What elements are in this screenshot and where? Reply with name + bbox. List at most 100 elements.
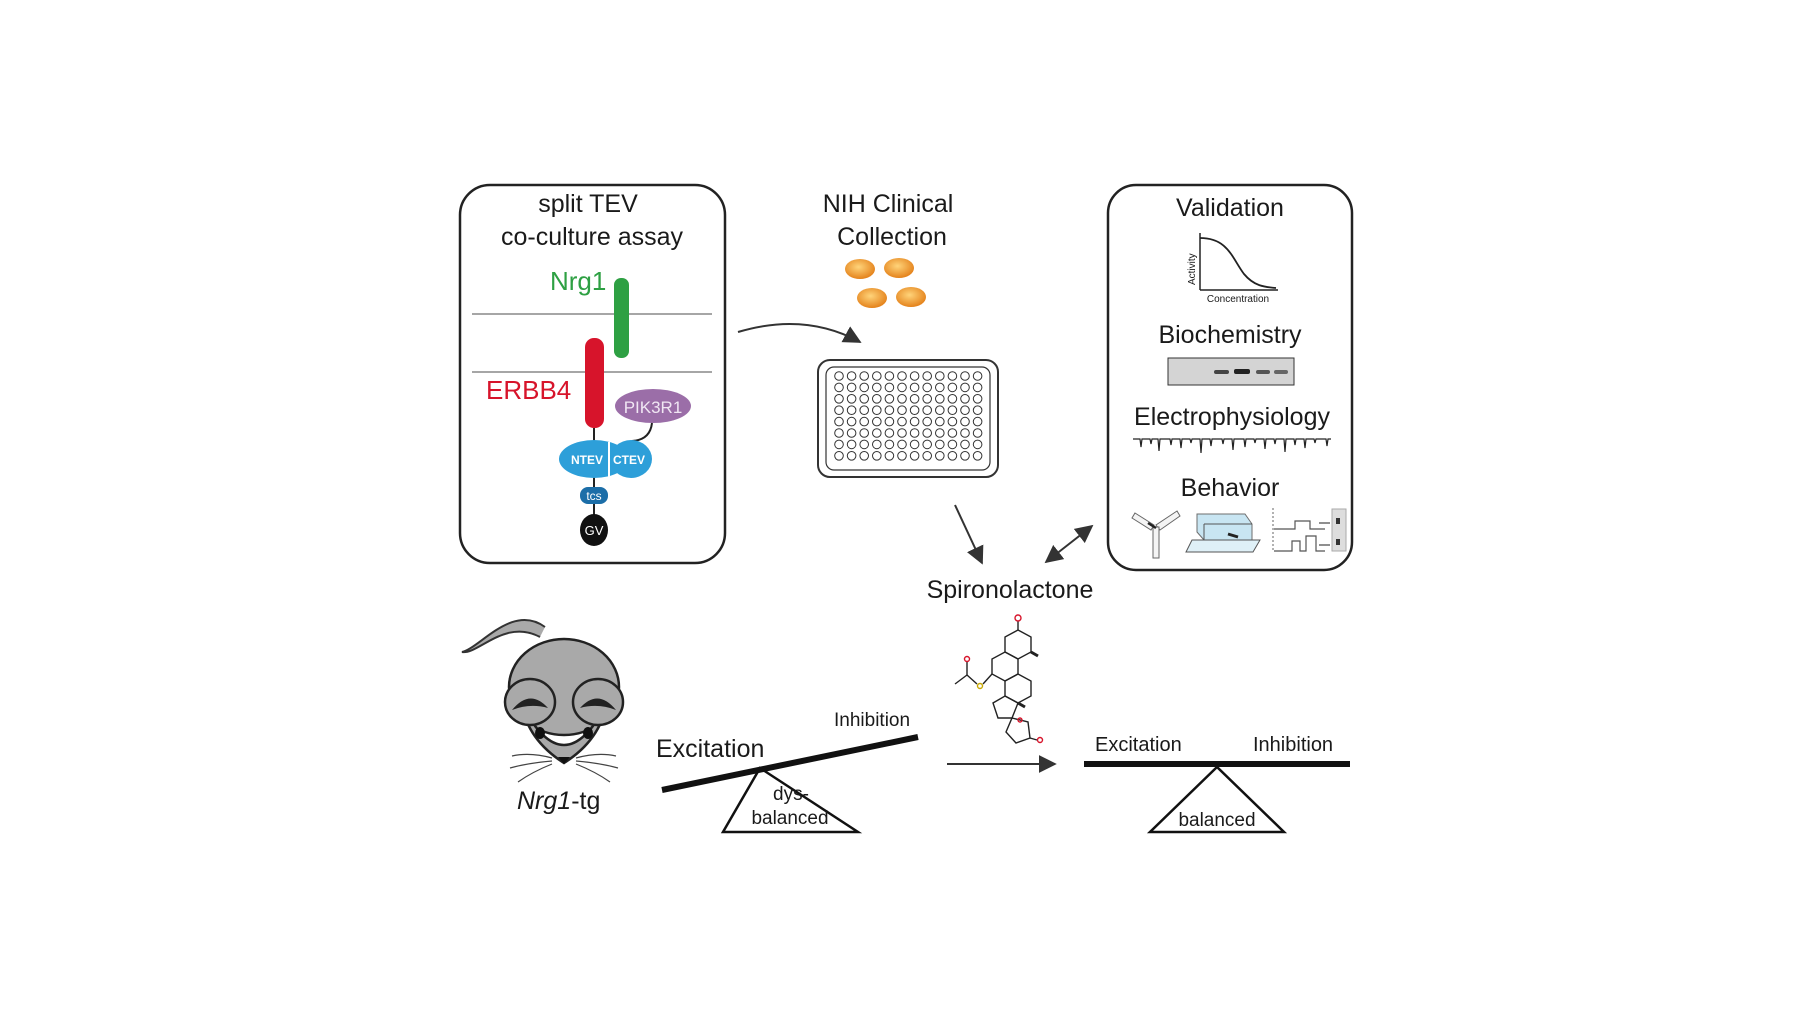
arrow-drug-to-validation — [1044, 524, 1094, 564]
plate-well — [859, 405, 870, 416]
plate-well — [947, 451, 958, 461]
plate-well — [846, 416, 857, 427]
plate-well — [859, 371, 870, 381]
plate-well — [834, 416, 844, 427]
plate-well — [935, 382, 945, 393]
plate-well — [872, 371, 882, 381]
plate-well — [960, 428, 970, 438]
plate-well — [922, 371, 933, 381]
downstream-panel: Validation Activity Concentration Bioche… — [1106, 183, 1354, 572]
plate-well — [872, 439, 882, 450]
plate-well — [846, 405, 857, 416]
plate-well — [909, 416, 920, 427]
plate-well — [834, 451, 844, 461]
behavior-title: Behavior — [1181, 474, 1280, 502]
plate-well — [947, 394, 958, 404]
open-field-icon — [1185, 513, 1261, 553]
plate-well — [972, 394, 983, 404]
plate-well — [909, 394, 920, 404]
plate-well — [846, 382, 857, 393]
plate-well — [935, 451, 945, 461]
plate-well — [872, 451, 882, 461]
axis-y-label: Activity — [1187, 253, 1198, 285]
left-inhibition: Inhibition — [834, 710, 910, 731]
right-inhibition: Inhibition — [1253, 734, 1333, 756]
plate-well — [897, 382, 907, 393]
plate-well — [884, 405, 895, 416]
plate-well — [909, 451, 920, 461]
ephys-trace — [1133, 438, 1331, 454]
mouse-eye-right — [583, 727, 593, 739]
plate-well — [935, 405, 945, 416]
plate-well — [935, 416, 945, 427]
plate-well — [922, 451, 933, 461]
mouse-label: Nrg1-tg — [517, 787, 600, 815]
left-state-line1: dys- — [773, 784, 809, 805]
mouse-eye-left — [535, 727, 545, 739]
arrow-assay-to-plate — [737, 323, 862, 343]
linker — [631, 422, 653, 442]
plate-well — [960, 382, 970, 393]
plate-well — [834, 428, 844, 438]
plate-well — [922, 405, 933, 416]
plate-well — [909, 405, 920, 416]
gv-oval — [580, 514, 608, 546]
plate-well — [884, 451, 895, 461]
plate-well — [897, 416, 907, 427]
y-maze-icon — [1131, 510, 1181, 559]
plate-well — [922, 416, 933, 427]
plate-well — [947, 428, 958, 438]
ctev-label: CTEV — [613, 453, 645, 467]
nrg1-label: Nrg1 — [550, 266, 606, 296]
plate-well — [972, 405, 983, 416]
plate-well — [922, 439, 933, 450]
library-line1: NIH Clinical — [823, 190, 954, 218]
mouse-nose — [558, 757, 570, 764]
plate-well — [972, 428, 983, 438]
plate-well — [859, 394, 870, 404]
assay-panel: split TEV co-culture assay Nrg1 ERBB4 PI… — [458, 183, 727, 565]
plate-well — [972, 451, 983, 461]
pik3r1-oval — [615, 389, 691, 423]
plate-well — [960, 439, 970, 450]
library-section: NIH Clinical Collection — [817, 190, 999, 478]
plate-well — [960, 416, 970, 427]
plate-well — [897, 451, 907, 461]
library-line2: Collection — [837, 223, 947, 251]
plate-well — [834, 405, 844, 416]
left-excitation: Excitation — [656, 735, 764, 763]
left-state-line2: balanced — [751, 808, 828, 829]
plate-well — [947, 439, 958, 450]
plate-well — [884, 416, 895, 427]
plate-well — [935, 428, 945, 438]
right-excitation: Excitation — [1095, 734, 1182, 756]
prepulse-icon — [1272, 508, 1347, 552]
plate-well — [947, 416, 958, 427]
plate-well — [846, 428, 857, 438]
gv-label: GV — [585, 523, 604, 538]
plate-well — [972, 382, 983, 393]
plate-well — [872, 416, 882, 427]
spironolactone-structure — [954, 614, 1044, 744]
plate-well — [846, 394, 857, 404]
plate-well — [935, 371, 945, 381]
plate-well — [909, 428, 920, 438]
ntev-label: NTEV — [571, 453, 603, 467]
plate-well — [872, 382, 882, 393]
plate-well — [884, 371, 895, 381]
dose-response-plot: Activity Concentration — [1187, 233, 1278, 305]
mouse-tail — [461, 619, 546, 654]
axis-x-label: Concentration — [1207, 294, 1269, 305]
plate-well — [922, 382, 933, 393]
plate-well — [947, 382, 958, 393]
mouse-whiskers — [509, 753, 619, 783]
plate-well — [960, 405, 970, 416]
plate-well — [897, 371, 907, 381]
plate-well — [972, 416, 983, 427]
plate-well — [872, 394, 882, 404]
pik3r1-label: PIK3R1 — [624, 398, 683, 417]
dose-response-curve — [1199, 237, 1277, 289]
assay-title-line1: split TEV — [538, 190, 638, 218]
plate-well — [872, 428, 882, 438]
